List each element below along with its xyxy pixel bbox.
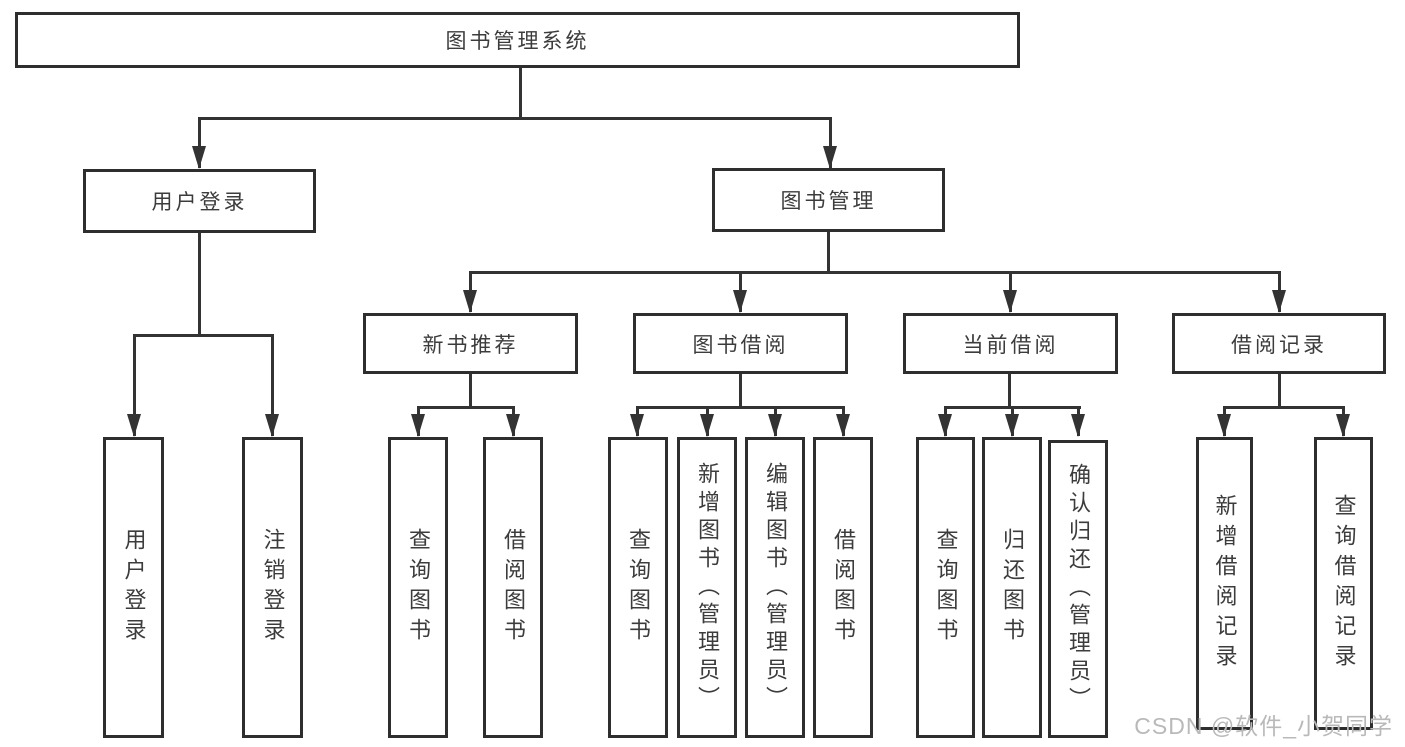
leaf-user-login: 用户登录	[103, 437, 164, 738]
node-borrowing-records-label: 借阅记录	[1231, 333, 1327, 357]
connector-line	[519, 66, 522, 120]
arrow-down-icon	[700, 414, 714, 437]
arrow-down-icon	[1217, 414, 1231, 437]
arrow-down-icon	[411, 414, 425, 437]
arrow-down-icon	[506, 414, 520, 437]
leaf-nb-borrow-books: 借阅图书	[483, 437, 543, 738]
connector-line	[827, 232, 830, 274]
arrow-down-icon	[938, 414, 952, 437]
leaf-bb-borrow-books: 借阅图书	[813, 437, 873, 738]
connector-line	[417, 406, 515, 409]
node-current-borrowing-label: 当前借阅	[962, 333, 1059, 357]
connector-line	[1278, 374, 1281, 409]
node-new-book-recommend: 新书推荐	[363, 313, 578, 374]
connector-line	[469, 271, 1281, 274]
node-root: 图书管理系统	[15, 12, 1020, 68]
leaf-nb-borrow-books-label: 借阅图书	[501, 527, 526, 648]
arrow-down-icon	[733, 290, 747, 313]
leaf-br-add-record: 新增借阅记录	[1196, 437, 1253, 730]
connector-line	[198, 233, 201, 337]
arrow-down-icon	[463, 290, 477, 313]
arrow-down-icon	[768, 414, 782, 437]
leaf-br-query-record-label: 查询借阅记录	[1331, 493, 1357, 674]
leaf-br-add-record-label: 新增借阅记录	[1212, 493, 1238, 674]
leaf-bb-add-books: 新增图书（管理员）	[677, 437, 737, 738]
arrow-down-icon	[1272, 290, 1286, 313]
connector-line	[133, 334, 274, 337]
leaf-bb-borrow-books-label: 借阅图书	[831, 527, 856, 648]
arrow-down-icon	[630, 414, 644, 437]
leaf-nb-query-books-label: 查询图书	[406, 527, 431, 648]
node-new-book-recommend-label: 新书推荐	[422, 333, 519, 357]
leaf-cb-return-books: 归还图书	[982, 437, 1042, 738]
leaf-cb-confirm-return-label: 确认归还（管理员）	[1066, 463, 1091, 715]
connector-line	[829, 117, 832, 168]
arrow-down-icon	[192, 146, 206, 169]
node-book-borrowing-label: 图书借阅	[692, 333, 789, 357]
arrow-down-icon	[1336, 414, 1350, 437]
leaf-cb-confirm-return: 确认归还（管理员）	[1048, 440, 1108, 738]
connector-line	[469, 374, 472, 409]
leaf-cb-return-books-label: 归还图书	[1000, 527, 1025, 648]
node-user-login-label: 用户登录	[151, 191, 248, 214]
connector-line	[271, 334, 274, 436]
leaf-cb-query-books: 查询图书	[916, 437, 975, 738]
arrow-down-icon	[1003, 290, 1017, 313]
node-current-borrowing: 当前借阅	[903, 313, 1118, 374]
arrow-down-icon	[127, 414, 141, 437]
leaf-logout: 注销登录	[242, 437, 303, 738]
connector-line	[198, 117, 832, 120]
leaf-bb-edit-books: 编辑图书（管理员）	[745, 437, 805, 738]
leaf-bb-edit-books-label: 编辑图书（管理员）	[763, 461, 788, 714]
leaf-cb-query-books-label: 查询图书	[933, 527, 959, 648]
connector-line	[133, 334, 136, 436]
watermark: CSDN @软件_小贺同学	[1134, 713, 1393, 739]
arrow-down-icon	[1005, 414, 1019, 437]
leaf-nb-query-books: 查询图书	[388, 437, 448, 738]
arrow-down-icon	[265, 414, 279, 437]
connector-line	[636, 406, 845, 409]
node-book-management-label: 图书管理	[780, 190, 877, 213]
node-book-borrowing: 图书借阅	[633, 313, 848, 374]
node-user-login: 用户登录	[83, 169, 316, 233]
leaf-br-query-record: 查询借阅记录	[1314, 437, 1373, 730]
leaf-user-login-label: 用户登录	[121, 527, 147, 648]
connector-line	[1223, 406, 1345, 409]
connector-line	[1008, 374, 1011, 409]
connector-line	[198, 117, 201, 168]
arrow-down-icon	[823, 146, 837, 169]
node-book-management: 图书管理	[712, 168, 945, 232]
node-borrowing-records: 借阅记录	[1172, 313, 1386, 374]
leaf-logout-label: 注销登录	[260, 527, 286, 648]
node-root-label: 图书管理系统	[445, 30, 590, 53]
leaf-bb-query-books: 查询图书	[608, 437, 668, 738]
arrow-down-icon	[1071, 414, 1085, 437]
leaf-bb-add-books-label: 新增图书（管理员）	[695, 461, 720, 714]
arrow-down-icon	[836, 414, 850, 437]
connector-line	[739, 374, 742, 409]
leaf-bb-query-books-label: 查询图书	[626, 527, 651, 648]
